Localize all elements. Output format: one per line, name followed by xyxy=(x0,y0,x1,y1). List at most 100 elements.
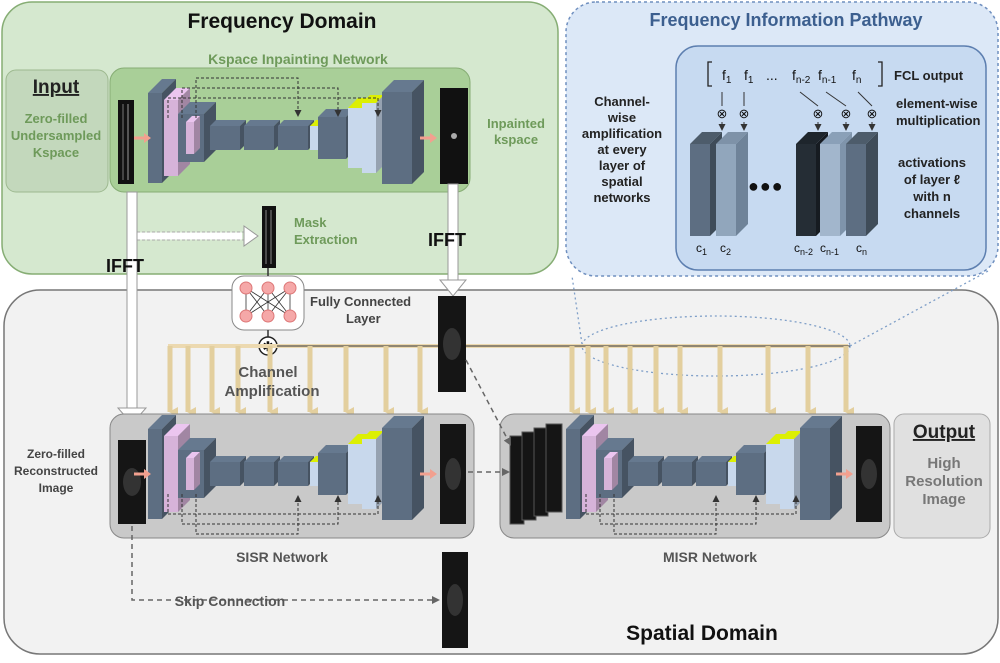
ifft-left-label: IFFT xyxy=(106,256,144,276)
channel-label-1: c1 xyxy=(696,241,707,257)
ifft-right-label: IFFT xyxy=(428,230,466,250)
input-heading: Input xyxy=(33,77,80,98)
channel-label-4: cn-1 xyxy=(820,241,839,257)
skip-label: Skip Connection xyxy=(175,593,285,609)
fcl-link-3 xyxy=(799,91,819,107)
sisr-skip-1 xyxy=(167,494,382,515)
input-line-2: Undersampled xyxy=(11,128,101,143)
input-line-1: Zero-filled xyxy=(25,111,88,126)
kspace-skip-1 xyxy=(167,97,382,118)
pathway-channel-blocks xyxy=(690,132,878,236)
otimes-3: ⊗ xyxy=(813,106,824,121)
sisr-layer-7 xyxy=(278,456,314,486)
activation-line-2: of layer ℓ xyxy=(904,172,960,187)
misr-layer-12 xyxy=(800,416,842,520)
activation-line-3: with n xyxy=(912,189,951,204)
channel-amp-line-2: Amplification xyxy=(224,383,319,400)
pathway-left-line-7: networks xyxy=(593,190,650,205)
sisr-layer-11 xyxy=(362,431,384,509)
zero-filled-line-2: Reconstructed xyxy=(14,464,98,478)
misr-layer-11 xyxy=(780,431,802,509)
otimes-2: ⊗ xyxy=(739,106,750,121)
fcl-bracket-right xyxy=(878,61,883,87)
kspace-skip-3 xyxy=(195,77,302,118)
kspace-layer-7 xyxy=(278,120,314,150)
kspace-layer-5 xyxy=(210,120,246,150)
misr-skip-1 xyxy=(585,494,800,515)
f-label-1: f1 xyxy=(722,67,732,86)
mask-line-1: Mask xyxy=(294,215,327,230)
otimes-1: ⊗ xyxy=(717,106,728,121)
zero-filled-line-3: Image xyxy=(39,481,74,495)
misr-skip-3 xyxy=(613,494,720,535)
pathway-left-line-3: amplification xyxy=(582,126,662,141)
ifft-to-misr-arrow xyxy=(465,359,511,446)
pathway-left-line-6: spatial xyxy=(601,174,642,189)
activation-line-1: activations xyxy=(898,155,966,170)
mask-line-2: Extraction xyxy=(294,232,358,247)
output-box xyxy=(893,413,991,539)
frequency-domain-title: Frequency Domain xyxy=(187,10,376,33)
channel-label-3: cn-2 xyxy=(794,241,813,257)
pathway-title: Frequency Information Pathway xyxy=(649,10,922,30)
pathway-left-line-1: Channel- xyxy=(594,94,650,109)
fcl-link-4 xyxy=(825,91,847,107)
output-heading: Output xyxy=(913,422,976,443)
amplification-arrows xyxy=(167,346,854,417)
misr-layer-4 xyxy=(604,452,618,490)
f-label-3: fn-2 xyxy=(792,67,811,86)
output-line-3: Image xyxy=(922,491,965,508)
pathway-left-line-2: wise xyxy=(607,110,636,125)
inpainted-line-1: Inpainted xyxy=(487,116,545,131)
f-ellipsis: ... xyxy=(766,67,778,83)
misr-layer-7 xyxy=(696,456,732,486)
elementwise-line-2: multiplication xyxy=(896,113,981,128)
input-kspace-image xyxy=(118,100,134,184)
kspace-layer-4 xyxy=(186,116,200,154)
elementwise-line-1: element-wise xyxy=(896,96,978,111)
sisr-skip-2 xyxy=(181,494,342,525)
pathway-left-line-4: at every xyxy=(597,142,647,157)
otimes-5: ⊗ xyxy=(867,106,878,121)
kspace-layer-11 xyxy=(362,95,384,173)
pathway-dots: ●●● xyxy=(748,176,784,196)
f-label-4: fn-1 xyxy=(818,67,837,86)
channel-label-5: cn xyxy=(856,241,867,257)
sisr-layer-5 xyxy=(210,456,246,486)
misr-layer-5 xyxy=(628,456,664,486)
sisr-label: SISR Network xyxy=(236,549,328,565)
fcl-link-5 xyxy=(857,91,873,107)
channel-amp-line-1: Channel xyxy=(238,364,297,381)
fcl-output-label: FCL output xyxy=(894,68,964,83)
sisr-skip-3 xyxy=(195,494,302,535)
f-label-2: f1 xyxy=(744,67,754,86)
network-layers xyxy=(134,77,853,535)
output-line-1: High xyxy=(927,455,960,472)
kspace-layer-12 xyxy=(382,80,424,184)
sisr-layer-12 xyxy=(382,416,424,520)
output-line-2: Resolution xyxy=(905,473,983,490)
sisr-layer-6 xyxy=(244,456,280,486)
misr-layer-6 xyxy=(662,456,698,486)
sisr-layer-4 xyxy=(186,452,200,490)
kspace-network-title: Kspace Inpainting Network xyxy=(208,51,388,67)
fc-label-line-1: Fully Connected xyxy=(310,294,411,309)
spatial-domain-title: Spatial Domain xyxy=(626,622,778,645)
channel-label-2: c2 xyxy=(720,241,731,257)
otimes-4: ⊗ xyxy=(841,106,852,121)
f-label-5: fn xyxy=(852,67,861,86)
inpainted-line-2: kspace xyxy=(494,132,538,147)
pathway-left-line-5: layer of xyxy=(599,158,646,173)
fc-layer-nodes xyxy=(239,281,297,323)
multiplication-symbols: ⊗ ⊗ ⊗ ⊗ ⊗ xyxy=(717,91,878,131)
kspace-skip-2 xyxy=(181,87,342,118)
ifft-left-arrow xyxy=(126,191,138,409)
misr-skip-2 xyxy=(599,494,760,525)
misr-input-stack xyxy=(509,423,563,525)
skip-connection-arrow xyxy=(131,526,440,604)
mask-image xyxy=(262,206,276,268)
kspace-layer-6 xyxy=(244,120,280,150)
zero-filled-line-1: Zero-filled xyxy=(27,447,85,461)
